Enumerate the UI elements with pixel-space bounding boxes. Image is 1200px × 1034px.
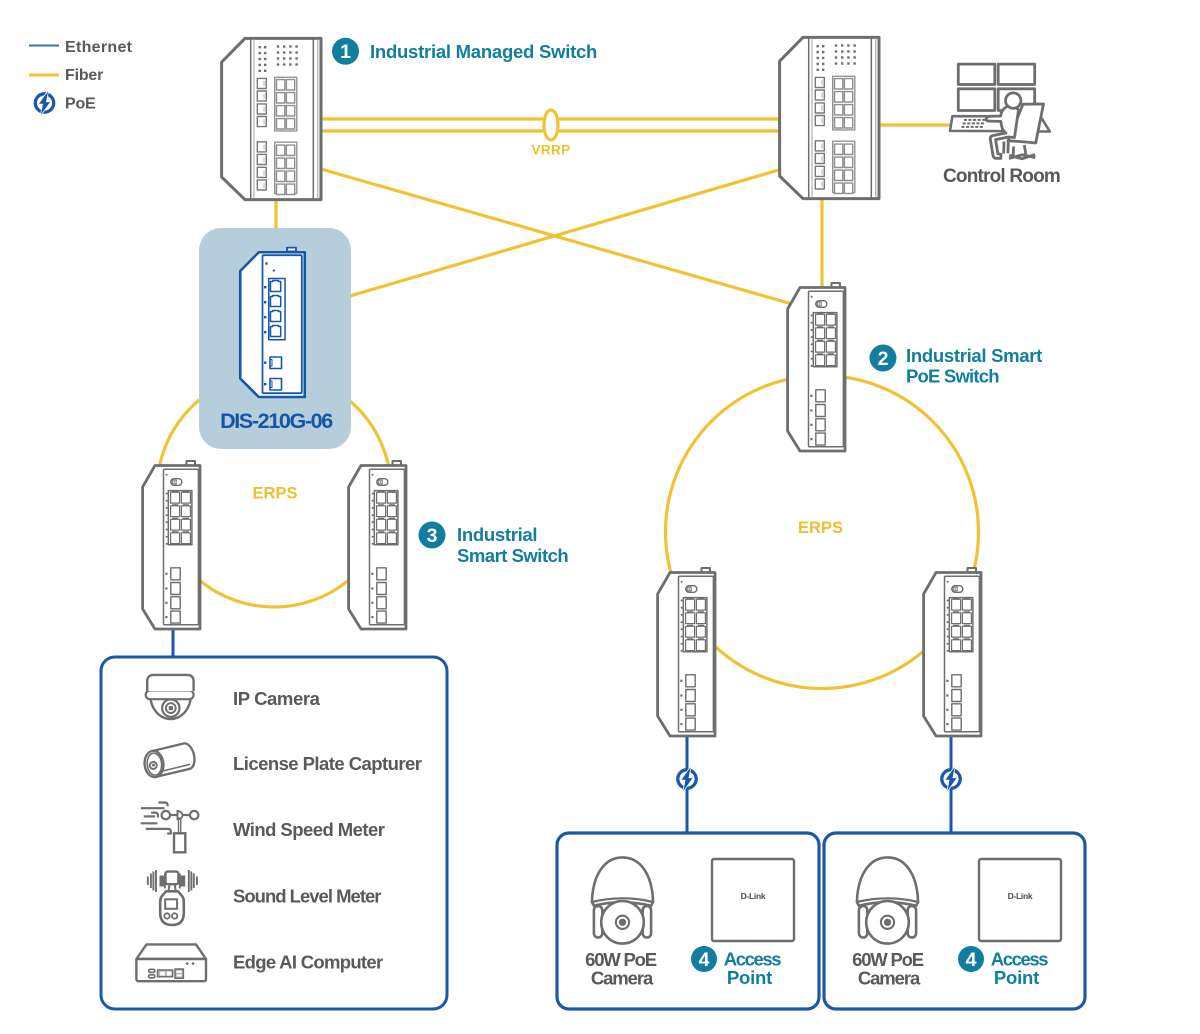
svg-text:4: 4 — [699, 949, 710, 971]
svg-text:IP Camera: IP Camera — [233, 688, 321, 709]
svg-text:Industrial Managed Switch: Industrial Managed Switch — [370, 41, 597, 62]
svg-text:Sound Level Meter: Sound Level Meter — [233, 886, 381, 907]
svg-text:Point: Point — [727, 967, 772, 988]
svg-text:Access: Access — [991, 949, 1049, 970]
svg-text:2: 2 — [878, 348, 889, 370]
svg-text:License Plate Capturer: License Plate Capturer — [233, 753, 422, 774]
svg-text:PoE: PoE — [65, 96, 96, 113]
svg-text:Point: Point — [994, 967, 1039, 988]
svg-text:Ethernet: Ethernet — [65, 39, 133, 56]
svg-text:PoE Switch: PoE Switch — [906, 366, 999, 387]
svg-text:60W PoE: 60W PoE — [852, 949, 924, 970]
svg-text:1: 1 — [340, 41, 351, 63]
svg-text:Wind Speed Meter: Wind Speed Meter — [233, 819, 385, 840]
svg-text:Fiber: Fiber — [65, 67, 103, 84]
svg-text:ERPS: ERPS — [253, 485, 298, 503]
svg-text:Access: Access — [724, 949, 782, 970]
svg-text:VRRP: VRRP — [531, 143, 570, 158]
svg-text:Camera: Camera — [591, 968, 654, 989]
svg-text:Industrial Smart: Industrial Smart — [906, 345, 1042, 366]
svg-text:Control Room: Control Room — [943, 166, 1060, 187]
svg-text:Camera: Camera — [858, 968, 921, 989]
svg-text:60W PoE: 60W PoE — [585, 949, 657, 970]
svg-text:3: 3 — [427, 525, 438, 547]
svg-text:Edge AI Computer: Edge AI Computer — [233, 952, 383, 973]
svg-text:ERPS: ERPS — [798, 519, 843, 537]
svg-text:Smart Switch: Smart Switch — [457, 545, 568, 566]
svg-text:Industrial: Industrial — [457, 524, 537, 545]
svg-text:DIS-210G-06: DIS-210G-06 — [220, 409, 333, 433]
svg-text:4: 4 — [966, 949, 977, 971]
